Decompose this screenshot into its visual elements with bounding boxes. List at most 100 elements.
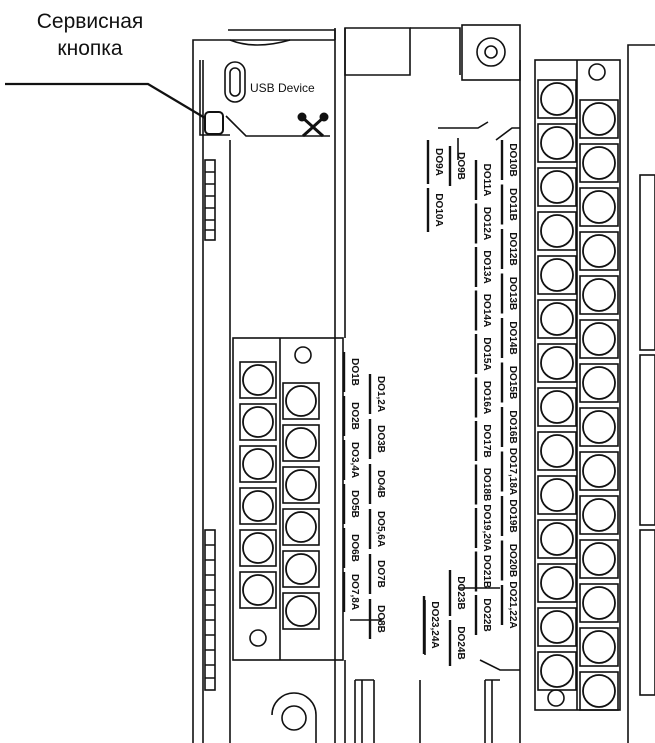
- channel-label-right-c1-9: DO20B: [500, 540, 518, 581]
- left-b-2-cell: [282, 466, 320, 504]
- right-b-2-cell: [579, 187, 619, 227]
- channel-label-right-bottom-a-0: DO23,24A: [422, 596, 440, 654]
- right-a-7-screw: [540, 390, 574, 424]
- svg-text:DO18B: DO18B: [481, 468, 492, 501]
- left-a-2-cell: [239, 445, 277, 483]
- right-b-9-screw: [582, 498, 616, 532]
- left-a-1-cell: [239, 403, 277, 441]
- svg-text:DO15B: DO15B: [507, 366, 518, 399]
- svg-text:DO6B: DO6B: [349, 534, 360, 562]
- right-a-9-screw: [540, 478, 574, 512]
- right-a-9-cell: [537, 475, 577, 515]
- right-a-8-screw: [540, 434, 574, 468]
- right-b-4-screw: [582, 278, 616, 312]
- right-b-3-screw: [582, 234, 616, 268]
- channel-label-left-c1-5: DO7,8A: [342, 572, 360, 612]
- svg-text:DO14B: DO14B: [507, 321, 518, 354]
- left-b-4-cell: [282, 550, 320, 588]
- svg-text:DO16B: DO16B: [507, 410, 518, 443]
- right-block-screw-top: [588, 63, 606, 81]
- left-module-top-curve: [229, 39, 291, 46]
- right-a-4-cell: [537, 255, 577, 295]
- channel-label-right-c2-8: DO19,20A: [474, 504, 492, 552]
- right-a-6-screw: [540, 346, 574, 380]
- svg-text:DO10B: DO10B: [507, 143, 518, 176]
- right-a-8-cell: [537, 431, 577, 471]
- right-a-2-cell: [537, 167, 577, 207]
- right-b-7-cell: [579, 407, 619, 447]
- right-a-6-cell: [537, 343, 577, 383]
- right-b-6-cell: [579, 363, 619, 403]
- service-panel-edge: [199, 60, 230, 136]
- svg-text:DO21,22A: DO21,22A: [507, 581, 518, 628]
- channel-label-right-c1-4: DO14B: [500, 318, 518, 358]
- channel-label-left-c2-1: DO3B: [368, 419, 386, 459]
- channel-label-left-c2-3: DO5,6A: [368, 509, 386, 549]
- channel-label-right-c1-2: DO12B: [500, 229, 518, 269]
- channel-label-right-c2-3: DO14A: [474, 290, 492, 331]
- right-a-13-cell: [537, 651, 577, 691]
- channel-label-right-c2-2: DO13A: [474, 247, 492, 287]
- channel-label-right-a-1: DO10A: [426, 188, 444, 232]
- left-b-5-cell: [282, 592, 320, 630]
- svg-text:DO10A: DO10A: [433, 193, 444, 226]
- right-a-5-screw: [540, 302, 574, 336]
- left-a-5-cell: [239, 571, 277, 609]
- bottom-mount-arc: [271, 692, 317, 743]
- channel-label-right-a-0: DO9A: [426, 140, 444, 184]
- service-button-callout: Сервисная кнопка: [10, 8, 170, 62]
- right-a-10-screw: [540, 522, 574, 556]
- right-a-3-cell: [537, 211, 577, 251]
- svg-text:DO7,8A: DO7,8A: [349, 574, 360, 610]
- channel-label-right-c1-8: DO19B: [500, 496, 518, 536]
- right-a-13-screw: [540, 654, 574, 688]
- led-strip-right-bottom: [639, 529, 655, 696]
- right-a-11-screw: [540, 566, 574, 600]
- channel-label-right-bottom-b-0: DO23B: [448, 570, 466, 616]
- channel-label-right-c1-1: DO11B: [500, 184, 518, 225]
- left-block-screw-bottom: [249, 629, 267, 647]
- left-a-3-cell: [239, 487, 277, 525]
- left-a-0-cell: [239, 361, 277, 399]
- svg-text:DO9B: DO9B: [455, 152, 466, 180]
- right-b-12-cell: [579, 627, 619, 667]
- bottom-mount-screw: [281, 705, 307, 731]
- left-module-outer-wall: [192, 39, 228, 743]
- channel-label-right-c2-5: DO16A: [474, 377, 492, 418]
- svg-text:DO13B: DO13B: [507, 277, 518, 310]
- right-b-3-cell: [579, 231, 619, 271]
- right-b-13-cell: [579, 671, 619, 711]
- tools-icon: [297, 112, 329, 138]
- right-a-7-cell: [537, 387, 577, 427]
- left-a-1-screw: [242, 406, 274, 438]
- channel-label-right-bottom-b-1: DO24B: [448, 620, 466, 666]
- right-module-edge: [627, 44, 655, 743]
- middle-top-box-right: [410, 27, 461, 75]
- service-button[interactable]: [204, 111, 224, 135]
- usb-port-icon: [224, 61, 246, 103]
- channel-label-left-c1-3: DO5B: [342, 484, 360, 524]
- right-b-1-cell: [579, 143, 619, 183]
- right-b-10-cell: [579, 539, 619, 579]
- led-strip-top-left: [204, 159, 216, 241]
- left-a-4-cell: [239, 529, 277, 567]
- bracket-top-right: [438, 121, 489, 129]
- right-b-0-screw: [582, 102, 616, 136]
- channel-label-left-c2-5: DO8B: [368, 599, 386, 639]
- channel-label-right-c1-10: DO21,22A: [500, 581, 518, 629]
- svg-text:DO20B: DO20B: [507, 544, 518, 577]
- svg-text:DO15A: DO15A: [481, 337, 492, 370]
- middle-bottom-ribs: [354, 680, 493, 743]
- left-b-1-screw: [285, 427, 317, 459]
- right-b-9-cell: [579, 495, 619, 535]
- left-block-screw-top: [294, 346, 312, 364]
- channel-label-left-c2-0: DO1,2A: [368, 374, 386, 414]
- led-strip-bottom-left: [204, 529, 216, 691]
- usb-port-inner: [229, 67, 241, 97]
- usb-device-label: USB Device: [250, 81, 315, 95]
- channel-label-right-c2-6: DO17B: [474, 421, 492, 461]
- svg-text:DO5B: DO5B: [349, 490, 360, 518]
- channel-label-right-c2-9: DO21B: [474, 551, 492, 592]
- callout-line-1: Сервисная: [36, 10, 144, 33]
